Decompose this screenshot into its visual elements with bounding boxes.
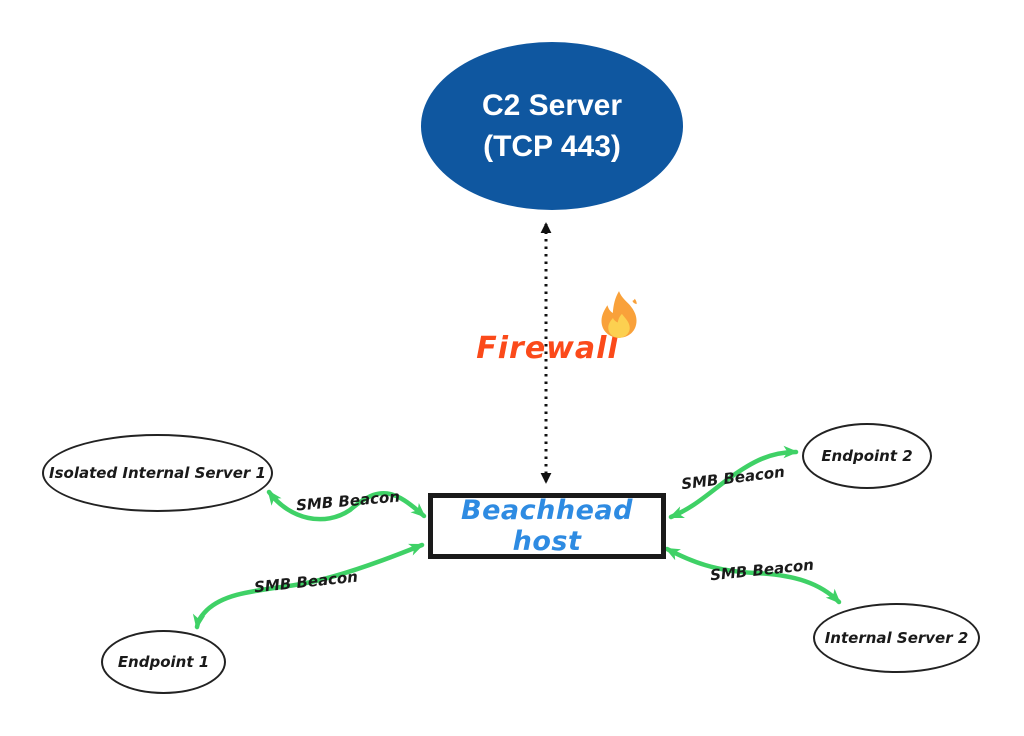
c2-server-label-line2: (TCP 443) bbox=[483, 130, 621, 163]
node-label: Endpoint 1 bbox=[117, 653, 210, 671]
node-endpoint-2: Endpoint 2 bbox=[802, 423, 932, 489]
node-label: Isolated Internal Server 1 bbox=[49, 464, 266, 482]
beachhead-host-node: Beachhead host bbox=[428, 493, 666, 559]
node-label: Endpoint 2 bbox=[821, 447, 913, 465]
edge-beachhead-to-internal-server-2 bbox=[664, 546, 842, 605]
node-endpoint-1: Endpoint 1 bbox=[101, 630, 226, 694]
fire-icon bbox=[601, 291, 637, 338]
edge-beachhead-to-isolated-internal-server-1 bbox=[266, 489, 427, 522]
c2-server-label-line1: C2 Server bbox=[481, 89, 623, 122]
firewall-label: Firewall bbox=[476, 331, 619, 366]
edge-beachhead-to-endpoint-1 bbox=[192, 542, 425, 630]
node-internal-server-2: Internal Server 2 bbox=[813, 603, 980, 673]
edge-beachhead-to-endpoint-2 bbox=[668, 445, 799, 520]
node-isolated-internal-server-1: Isolated Internal Server 1 bbox=[42, 434, 273, 512]
beachhead-host-label: Beachhead host bbox=[461, 495, 633, 557]
c2-server-node: C2 Server (TCP 443) bbox=[421, 42, 683, 210]
node-label: Internal Server 2 bbox=[824, 629, 969, 647]
